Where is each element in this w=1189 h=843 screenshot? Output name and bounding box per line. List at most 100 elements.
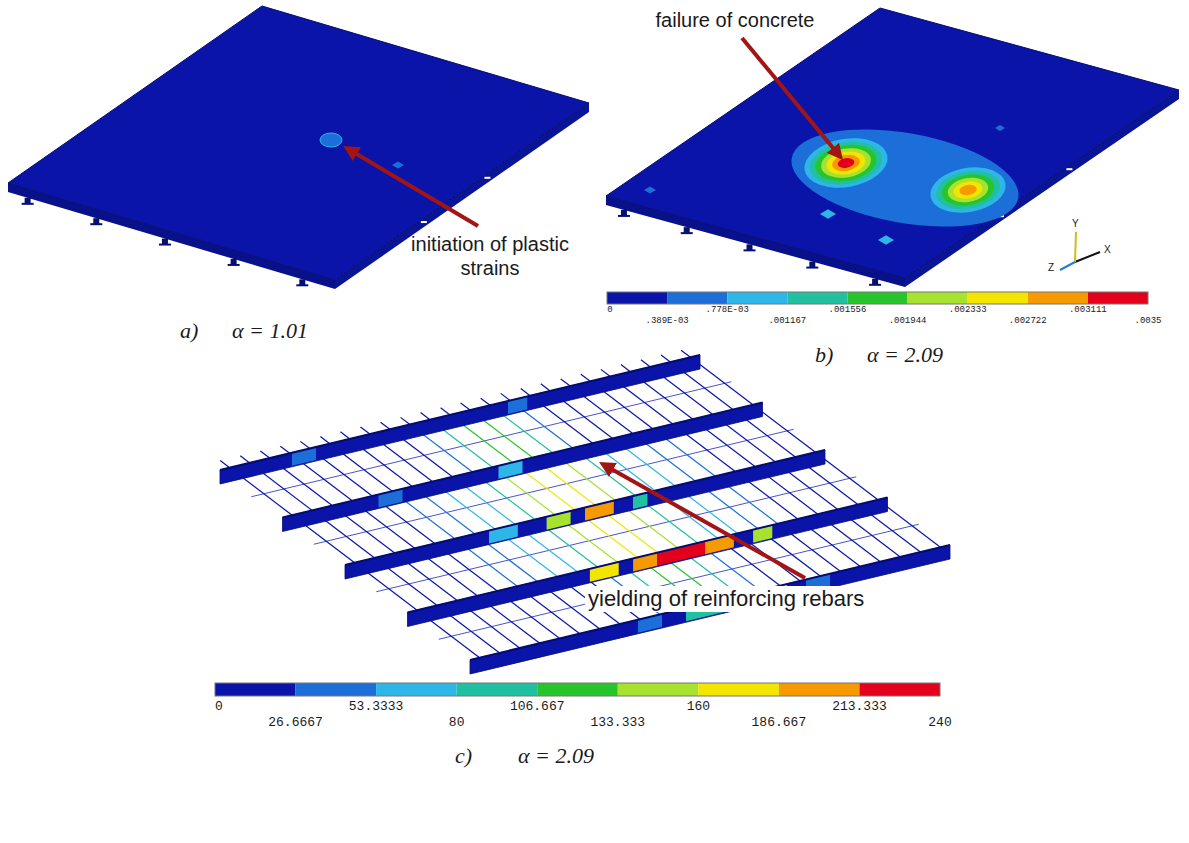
transverse-rebar [501,393,510,400]
girder-flange [470,545,950,660]
color-band [537,683,618,696]
slab-top [606,8,1179,278]
transverse-rebar [661,355,670,362]
girder-flange [869,284,881,286]
edge-mark [484,177,490,179]
color-band [779,683,860,696]
edge-mark [421,221,427,223]
strain-contour [927,162,1009,219]
color-band [376,683,457,696]
axis-label: Z [1048,262,1054,274]
color-band [787,292,847,304]
strain-contour [807,136,886,190]
strain-spot [995,125,1005,131]
color-bar [215,683,940,696]
transverse-rebar [401,417,410,424]
color-band [1028,292,1088,304]
strain-contour [939,170,996,209]
axis-label: X [1104,244,1111,256]
color-bar-frame [215,683,940,696]
strain-contour [952,179,984,201]
color-band [847,292,907,304]
color-band [727,292,787,304]
colorbar-value: 133.333 [590,715,645,731]
colorbar-value: 26.6667 [268,715,323,731]
transverse-rebar [601,369,610,376]
color-band [215,683,296,696]
callout-text: yielding of reinforcing rebars [585,586,867,612]
panel-letter: b) [815,342,833,368]
strain-spot [392,161,404,168]
axis-line [1060,262,1075,270]
steel-girder [408,498,888,627]
strain-contour [837,157,855,169]
girder-flange [220,355,700,470]
color-band [457,683,538,696]
transverse-rebar [220,461,229,468]
leader-arrow [742,38,838,154]
color-band [859,683,940,696]
callout-text: initiation of plastic strains [405,232,575,280]
colorbar-value: 0 [215,699,223,715]
color-band [296,683,377,696]
transverse-rebar [481,398,490,405]
strain-contour [813,140,880,185]
colorbar-value: .001167 [768,316,806,327]
colorbar-value: .001944 [889,316,927,327]
load-factor: α = 1.01 [232,318,308,344]
colorbar-value: 106.667 [510,699,565,715]
leader-arrow [350,150,478,226]
transverse-rebar [300,441,309,448]
strain-contour [825,149,867,178]
transverse-rebar [240,456,249,463]
color-band [607,292,667,304]
slab-top [8,6,589,280]
steel-girder [470,545,950,674]
deck-slab [606,8,1179,287]
callout-text: failure of concrete [656,8,815,32]
girder-flange [296,284,308,286]
strain-contour [800,132,891,194]
transverse-rebar [441,408,450,415]
colorbar-value: 80 [449,715,465,731]
transverse-rebar [641,360,650,367]
girder-flange [408,498,888,613]
colorbar-value: 213.333 [832,699,887,715]
color-bar-frame [607,292,1148,304]
transverse-rebar [541,384,550,391]
leader-arrow [606,466,805,578]
axis-line [1075,232,1076,262]
transverse-rebar [381,422,390,429]
steel-girder [345,450,825,579]
transverse-rebar [681,350,690,357]
colorbar-value: 160 [687,699,710,715]
transverse-rebar [521,389,530,396]
rebar-girder-model [220,350,950,674]
colorbar-value: 240 [928,715,951,731]
colorbar-value: 186.667 [752,715,807,731]
colorbar-value: .002722 [1009,316,1047,327]
colorbar-value: 53.3333 [349,699,404,715]
axis-line [1075,252,1100,262]
transverse-rebar [621,365,630,372]
transverse-rebar [421,413,430,420]
girder-flange [159,244,171,246]
colorbar-value: .0035 [1134,316,1161,327]
color-band [698,683,779,696]
strain-contour [958,183,977,196]
edge-mark [1066,168,1072,170]
transverse-rebar [461,403,470,410]
strain-spot [644,186,656,193]
strain-contour [819,144,874,181]
girder-flange [681,232,693,234]
deck-slab [8,6,589,289]
girder-flange [618,215,630,217]
girder-flange [228,264,240,266]
colorbar-value: 0 [607,305,612,316]
colorbar-value: .002333 [949,305,987,316]
girder-flange [22,203,34,205]
panel-letter: c) [455,743,472,769]
stress-patch [657,541,705,566]
colorbar-value: .003111 [1069,305,1107,316]
